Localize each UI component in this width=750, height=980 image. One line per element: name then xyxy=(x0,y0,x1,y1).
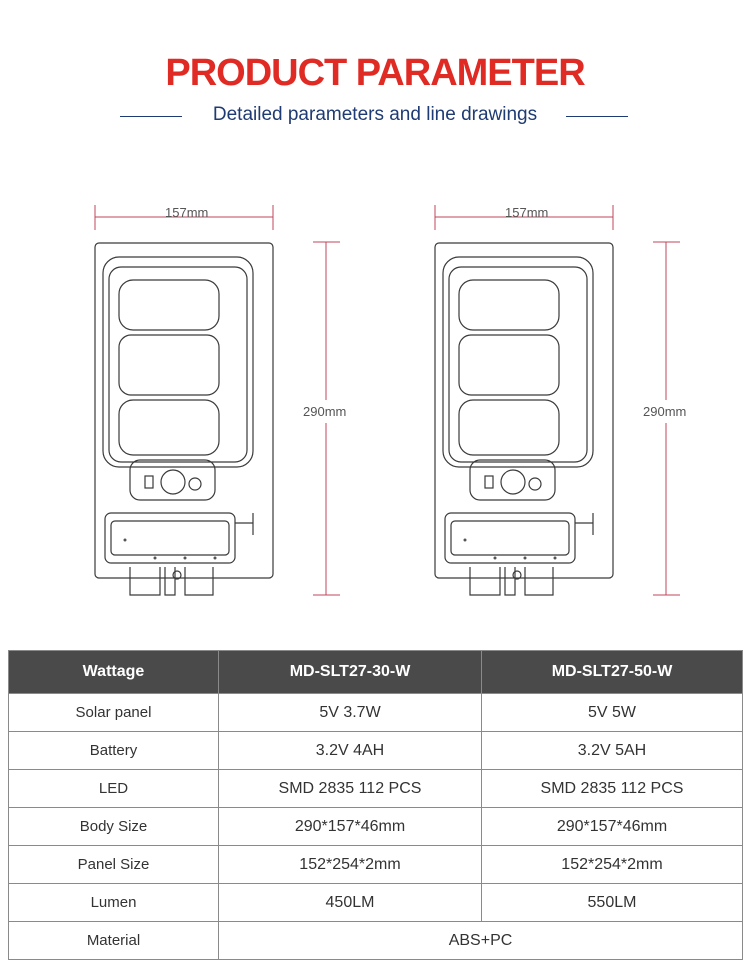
table-cell: 152*254*2mm xyxy=(218,845,482,884)
parameter-table: Wattage MD-SLT27-30-W MD-SLT27-50-W Sola… xyxy=(8,650,743,960)
row-label: Body Size xyxy=(8,807,219,846)
table-cell: 5V 3.7W xyxy=(218,693,482,732)
table-row: Battery 3.2V 4AH 3.2V 5AH xyxy=(8,731,743,770)
line-drawing-2: 157mm 290mm xyxy=(425,195,750,615)
table-row: LED SMD 2835 112 PCS SMD 2835 112 PCS xyxy=(8,769,743,808)
height-dimension-label: 290mm xyxy=(303,404,347,419)
row-label: LED xyxy=(8,769,219,808)
table-cell: 450LM xyxy=(218,883,482,922)
table-row: Body Size 290*157*46mm 290*157*46mm xyxy=(8,807,743,846)
subtitle-row: Detailed parameters and line drawings xyxy=(0,104,750,128)
width-dimension-label: 157mm xyxy=(165,205,209,220)
table-header-row: Wattage MD-SLT27-30-W MD-SLT27-50-W xyxy=(8,650,743,694)
subtitle-right-rule xyxy=(566,116,628,117)
height-dimension-label: 290mm xyxy=(643,404,687,419)
table-row: Material ABS+PC xyxy=(8,921,743,960)
line-drawing-1: 157mm 290mm xyxy=(85,195,425,615)
table-row: Lumen 450LM 550LM xyxy=(8,883,743,922)
table-cell: SMD 2835 112 PCS xyxy=(481,769,743,808)
table-row: Panel Size 152*254*2mm 152*254*2mm xyxy=(8,845,743,884)
table-header-cell: MD-SLT27-30-W xyxy=(218,650,482,694)
table-cell: 5V 5W xyxy=(481,693,743,732)
row-label: Material xyxy=(8,921,219,960)
table-cell: 152*254*2mm xyxy=(481,845,743,884)
street-light-drawing xyxy=(434,205,680,596)
table-cell: 550LM xyxy=(481,883,743,922)
row-label: Battery xyxy=(8,731,219,770)
table-cell: 3.2V 5AH xyxy=(481,731,743,770)
table-row: Solar panel 5V 3.7W 5V 5W xyxy=(8,693,743,732)
street-light-drawing xyxy=(94,205,340,596)
table-cell: 290*157*46mm xyxy=(481,807,743,846)
material-value-cell: ABS+PC xyxy=(218,921,743,960)
table-header-cell: MD-SLT27-50-W xyxy=(481,650,743,694)
row-label: Panel Size xyxy=(8,845,219,884)
table-cell: 3.2V 4AH xyxy=(218,731,482,770)
subtitle-left-rule xyxy=(120,116,182,117)
row-label: Lumen xyxy=(8,883,219,922)
table-cell: 290*157*46mm xyxy=(218,807,482,846)
page-title: PRODUCT PARAMETER xyxy=(165,52,585,94)
width-dimension-label: 157mm xyxy=(505,205,549,220)
table-header-cell: Wattage xyxy=(8,650,219,694)
table-cell: SMD 2835 112 PCS xyxy=(218,769,482,808)
row-label: Solar panel xyxy=(8,693,219,732)
subtitle: Detailed parameters and line drawings xyxy=(212,104,538,125)
